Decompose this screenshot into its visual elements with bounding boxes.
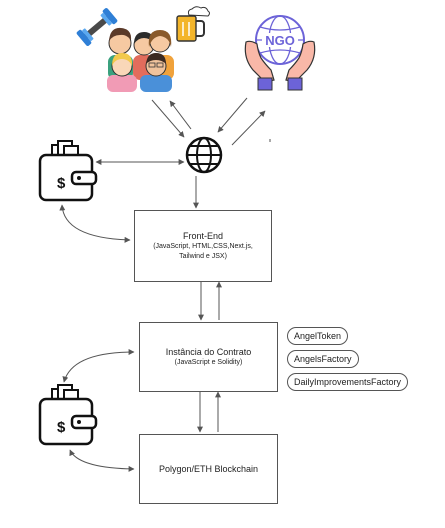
blockchain-title: Polygon/ETH Blockchain: [158, 463, 259, 474]
blockchain-box: Polygon/ETH Blockchain: [139, 434, 278, 504]
arrow-people-to-globe: [151, 99, 185, 138]
arrow-wallet-frontend: [59, 204, 131, 243]
arrow-ngo-to-globe: [217, 97, 248, 133]
contract-pill-dailyimprovementsfactory: DailyImprovementsFactory: [287, 373, 409, 391]
svg-text:$: $: [57, 419, 66, 436]
dumbbell-icon: [76, 8, 118, 46]
arrow-globe-to-people: [169, 100, 192, 130]
globe-icon: [185, 136, 223, 174]
arrow-contract-wallet: [62, 349, 135, 383]
people-group-icon: [107, 27, 174, 92]
connectors: [59, 97, 266, 472]
contract-box: Instância do Contrato (JavaScript e Soli…: [139, 322, 278, 392]
contract-pill-angelsfactory: AngelsFactory: [287, 350, 359, 368]
contract-pill-angeltoken: AngelToken: [287, 327, 349, 345]
frontend-box: Front-End (JavaScript, HTML,CSS,Next.js,…: [134, 210, 272, 282]
frontend-title: Front-End: [182, 230, 224, 241]
beer-mug-icon: [176, 6, 210, 42]
wallet-icon-top: $: [38, 140, 98, 202]
contract-title: Instância do Contrato: [165, 346, 252, 357]
arrow-wallet-blockchain: [69, 449, 135, 472]
contract-detail: (JavaScript e Solidity): [174, 358, 243, 366]
svg-text:$: $: [57, 175, 66, 192]
arrow-globe-to-ngo: [231, 110, 266, 146]
ngo-text: NGO: [265, 33, 295, 48]
wallet-icon-bottom: $: [38, 384, 98, 446]
ngo-hands-globe-icon: NGO: [244, 15, 316, 91]
frontend-detail: (JavaScript, HTML,CSS,Next.js, Tailwind …: [153, 242, 253, 260]
